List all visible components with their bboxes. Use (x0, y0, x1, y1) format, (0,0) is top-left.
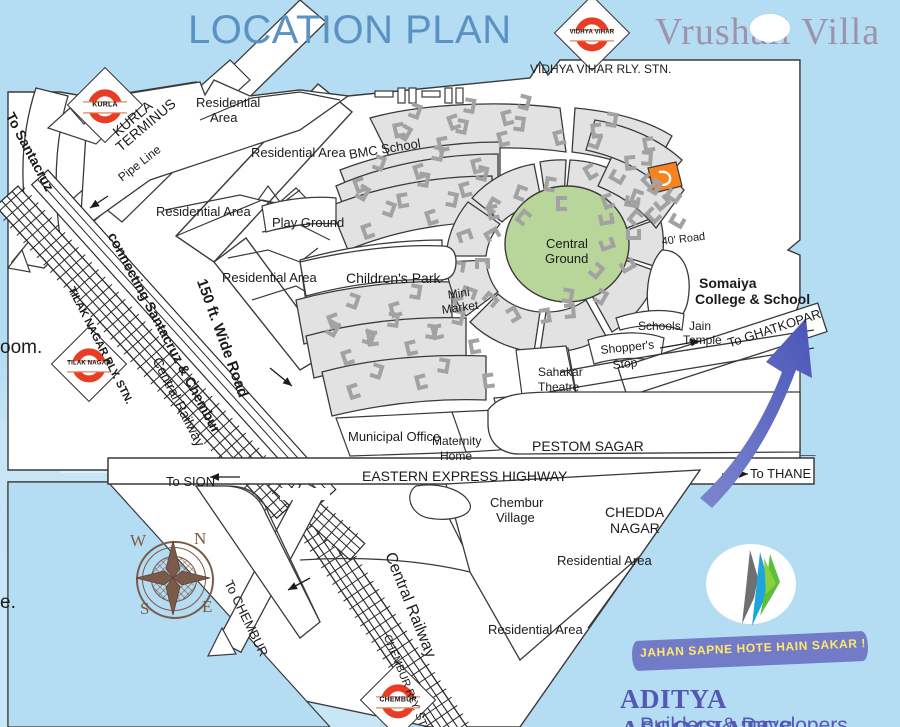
map-label: To THANE (750, 466, 812, 481)
page-title: LOCATION PLAN (188, 8, 512, 52)
map-label: Jain (689, 319, 712, 333)
map-label: Sahakar (538, 365, 583, 379)
cropped-edge-text: oom. (0, 337, 43, 358)
company-name: ADITYA ASSOCIATES (620, 684, 794, 727)
building-footprints (324, 93, 687, 401)
map-label: Residential Area (488, 622, 583, 637)
map-label: Residential Area (557, 553, 652, 568)
compass-west-label: W (130, 531, 147, 550)
map-label: Municipal Office (348, 429, 441, 444)
map-label: PESTOM SAGAR (532, 438, 644, 454)
brand-leaf-badge (750, 14, 790, 42)
map-label: Residential Area (251, 145, 346, 160)
highlighted-plot-vrushali-villa (647, 161, 683, 194)
map-label: Residential Area (222, 270, 317, 285)
map-label: Play Ground (272, 215, 345, 230)
station-name-label: KURLA (92, 101, 118, 109)
map-label: Area (210, 110, 238, 125)
central-railway-nw (0, 169, 337, 520)
map-label: Village (496, 510, 535, 525)
map-label: College & School (695, 291, 811, 307)
map-label: EASTERN EXPRESS HIGHWAY (362, 468, 568, 484)
compass-outer-ring (136, 541, 214, 619)
map-label: To SION (166, 474, 216, 489)
map-label: Central (546, 236, 588, 251)
map-label: Stop (611, 355, 638, 372)
map-label: Somaiya (699, 275, 757, 291)
chembur-railway (267, 469, 474, 727)
map-label: Schools (638, 319, 681, 333)
company-tagline: JAHAN SAPNE HOTE HAIN SAKAR ! (631, 630, 869, 672)
map-label: Home (440, 449, 473, 463)
compass-rose: N W S E (118, 527, 226, 631)
compass-star-icon (135, 540, 211, 616)
aditya-associates-logo-icon (706, 544, 796, 626)
map-label: Theatre (538, 380, 580, 394)
callout-arrow (700, 318, 812, 508)
map-label: Temple (683, 333, 722, 347)
company-subtitle: Builders & Developers (640, 714, 848, 727)
map-label: Ground (545, 251, 589, 266)
map-label: Chembur (490, 495, 544, 510)
map-label: CHEDDA (605, 504, 665, 520)
compass-east-label: E (202, 597, 213, 616)
compass-south-label: S (140, 599, 150, 618)
project-brand-logo: Vrushali Villa (655, 10, 880, 54)
cropped-edge-text: e. (0, 592, 16, 613)
station-name-label: VIDHYA VIHAR (569, 29, 615, 36)
station-badge-inner: VIDHYA VIHAR (565, 7, 619, 61)
station-badge-vidhya-vihar: VIDHYA VIHAR (553, 0, 631, 72)
station-caption: VIDHYA VIHAR RLY. STN. (530, 62, 672, 76)
compass-north-label: N (194, 529, 207, 548)
map-label: Residential (196, 95, 261, 110)
map-label: Children's Park (346, 270, 441, 286)
map-label: Residential Area (156, 204, 251, 219)
map-label: Maternity (432, 434, 482, 448)
map-label: NAGAR (610, 520, 660, 536)
